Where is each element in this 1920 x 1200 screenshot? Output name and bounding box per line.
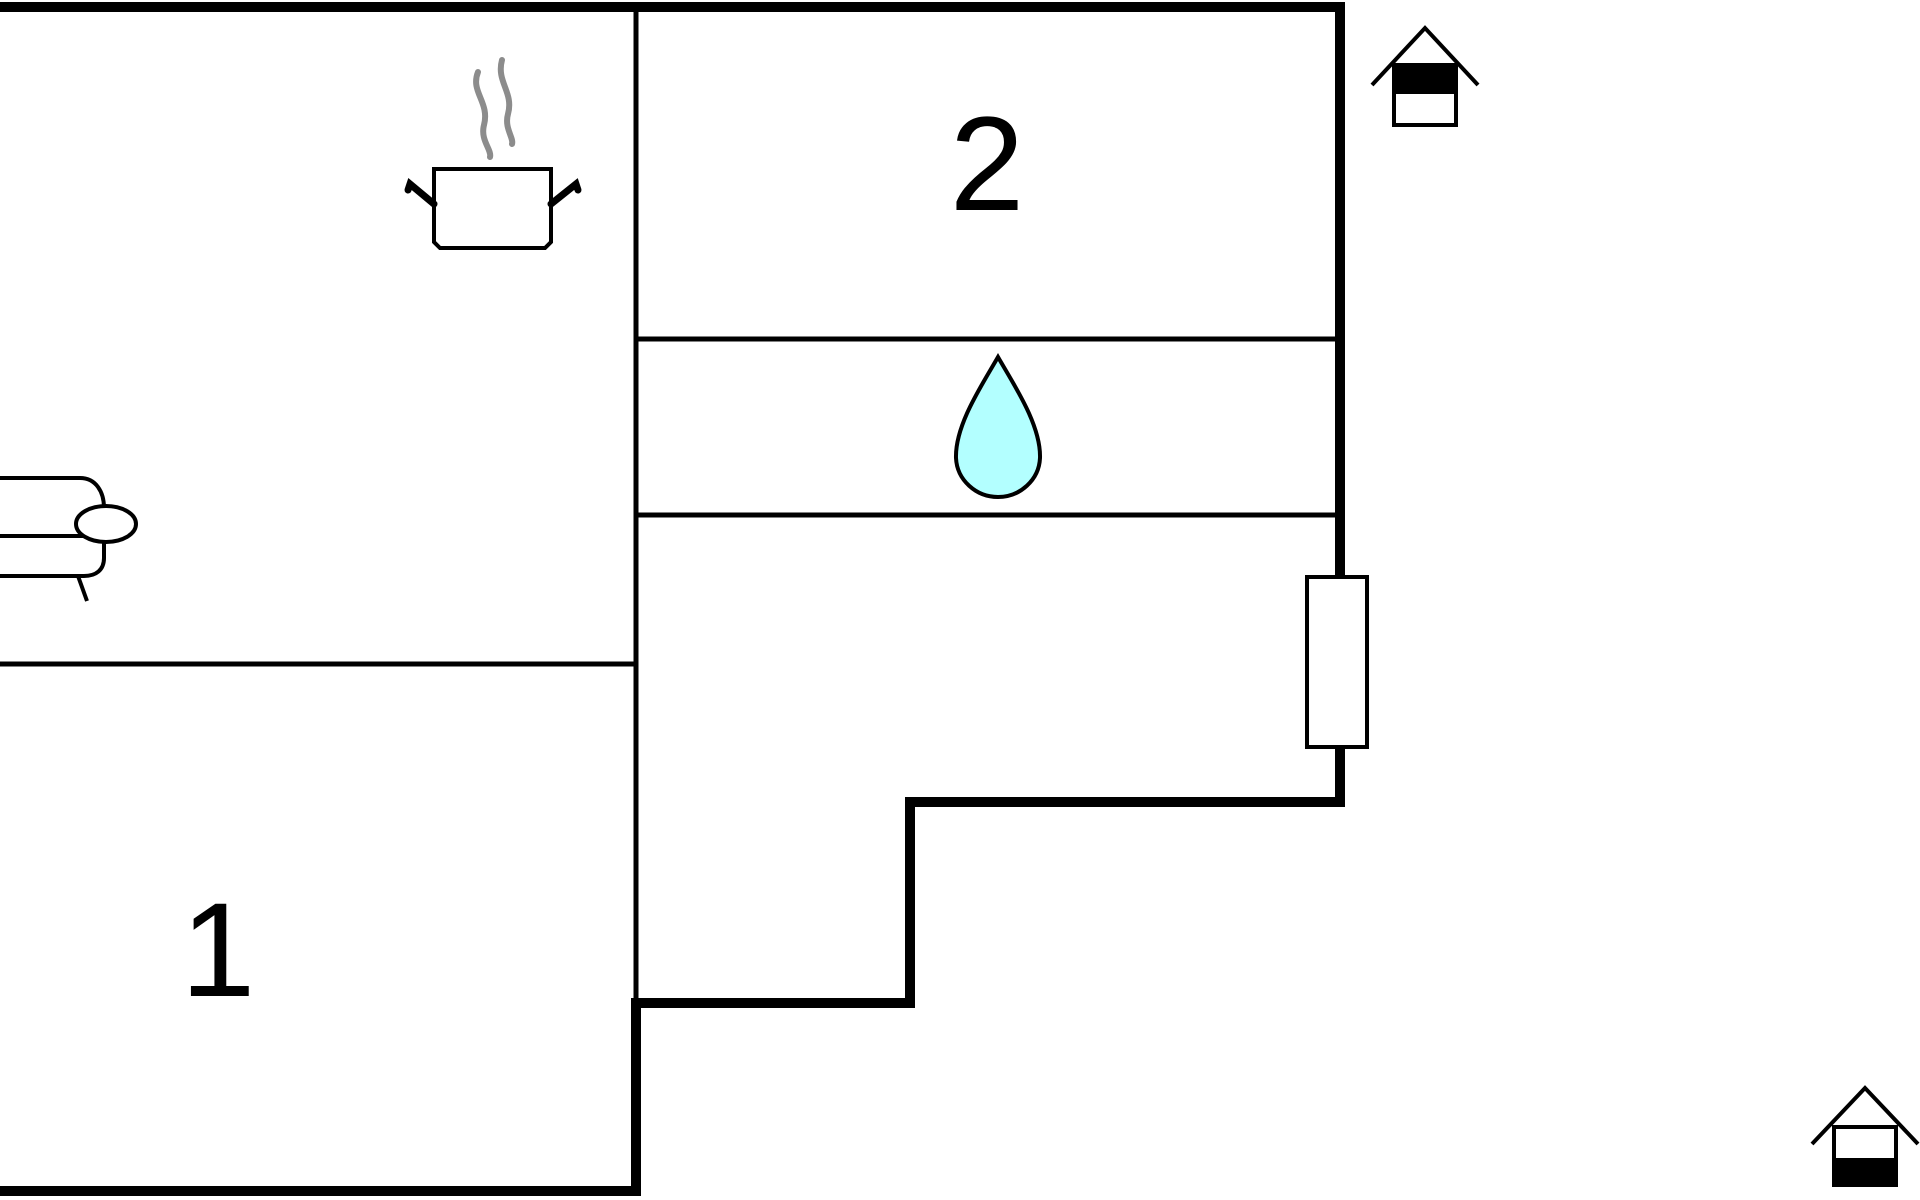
wall-top-right-outline [0, 2, 1345, 1196]
cooking-pot-icon [404, 57, 582, 250]
sofa-icon [0, 476, 138, 602]
door [1305, 575, 1369, 749]
entrance-house-icon [1370, 25, 1480, 127]
outer-walls [0, 2, 1345, 1196]
entrance-house-icon [1810, 1085, 1920, 1187]
room-number-2: 2 [950, 90, 1025, 239]
interior-walls [0, 7, 1335, 1003]
room-number-1: 1 [181, 876, 256, 1025]
water-drop-icon [953, 352, 1043, 500]
